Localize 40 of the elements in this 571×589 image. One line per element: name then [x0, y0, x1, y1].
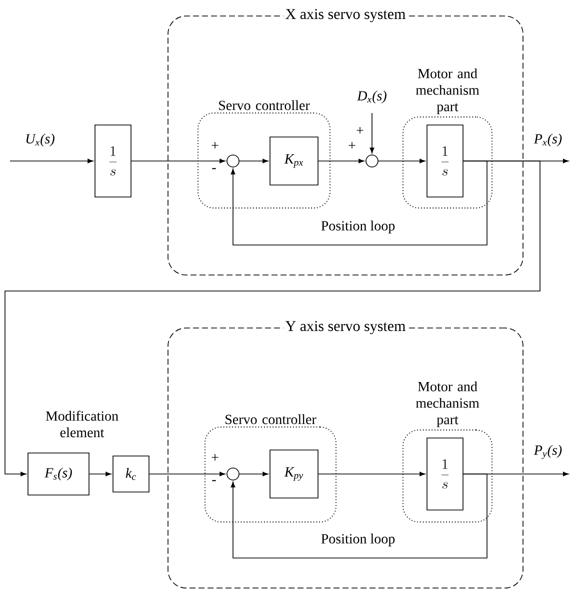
- sign-label: +: [212, 142, 218, 149]
- sign-label: +: [212, 454, 218, 461]
- node-label: Servo controller: [219, 100, 310, 110]
- arrow: [318, 472, 426, 476]
- sign-label: +: [348, 142, 356, 149]
- arrow: [230, 474, 488, 558]
- arrow: [318, 158, 364, 164]
- arrow: [149, 472, 226, 476]
- sign-label: +: [356, 127, 364, 134]
- node-label: Motor and mechanism part: [416, 68, 480, 114]
- edge-label: P$_{x}$(s): [532, 132, 564, 148]
- node-label: Motor and mechanism part: [416, 381, 480, 428]
- transfer-block: k$_{c}$: [112, 456, 150, 492]
- summing-junction: [366, 154, 378, 168]
- arrow: [239, 158, 268, 164]
- transfer-block: K$_{px}$: [270, 136, 318, 186]
- arrow: [230, 160, 488, 246]
- arrow: [89, 472, 112, 476]
- node-label: Servo controller: [226, 414, 316, 424]
- edge-label: D$_{x}$(s): [356, 90, 388, 104]
- summing-junction: [226, 154, 240, 168]
- transfer-block: K$_{py}$: [270, 450, 318, 498]
- edge-label: Position loop: [320, 532, 396, 548]
- arrow: [370, 112, 374, 154]
- arrow: [239, 472, 268, 476]
- transfer-block: $\frac{1}{s}$: [426, 124, 464, 198]
- arrow: [378, 158, 426, 164]
- edge-label: Position loop: [320, 220, 396, 234]
- arrow: [131, 158, 226, 164]
- transfer-block: $\frac{1}{s}$: [426, 438, 464, 510]
- sign-label: -: [212, 168, 216, 170]
- summing-junction: [226, 468, 240, 480]
- arrow: [10, 158, 94, 164]
- arrow: [4, 160, 540, 476]
- block-heading: Modification element: [46, 410, 118, 438]
- transfer-block: F$_{s}$(s): [28, 452, 90, 496]
- edge-label: P$_{y}$(s): [532, 444, 564, 460]
- edge-label: U$_{x}$(s): [24, 132, 56, 148]
- transfer-block: $\frac{1}{s}$: [94, 124, 132, 198]
- sign-label: -: [212, 480, 216, 482]
